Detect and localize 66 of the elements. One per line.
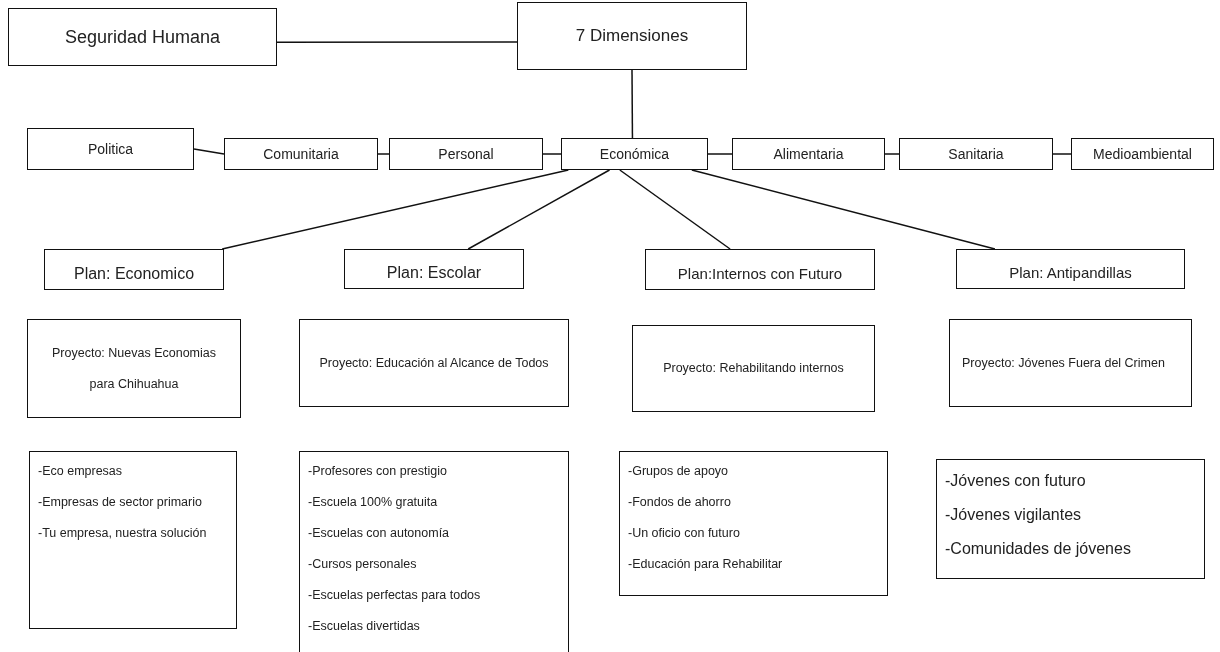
action-list-box [299, 451, 569, 652]
list-item: -Escuelas perfectas para todos [308, 587, 482, 604]
list-item: -Profesores con prestigio [308, 463, 448, 480]
node-label: Medioambiental [1093, 145, 1192, 163]
plan-box [344, 249, 524, 289]
node-label: Comunitaria [263, 145, 339, 163]
connector-line [707, 153, 733, 155]
dimension-box [1071, 138, 1214, 170]
dimension-box [561, 138, 708, 170]
node-label: Proyecto: Jóvenes Fuera del Crimen [962, 354, 1166, 372]
list-item: -Un oficio con futuro [628, 525, 741, 542]
title-box [517, 2, 747, 70]
plan-box [956, 249, 1185, 289]
action-list-box [29, 451, 237, 629]
node-label: Personal [438, 145, 494, 163]
connector-line [631, 69, 634, 139]
list-item: -Jóvenes con futuro [945, 471, 1087, 491]
list-item: -Jóvenes vigilantes [945, 505, 1083, 525]
project-box [632, 325, 875, 412]
plan-box [645, 249, 875, 290]
project-box [949, 319, 1192, 407]
list-item: -Educación para Rehabilitar [628, 556, 784, 573]
dimension-box [899, 138, 1053, 170]
project-box [27, 319, 241, 418]
action-list-box [936, 459, 1205, 579]
dimension-box [27, 128, 194, 170]
connector-line [193, 148, 225, 155]
connector-line [619, 169, 731, 250]
connector-line [276, 41, 518, 43]
dimension-box [224, 138, 378, 170]
dimension-box [732, 138, 885, 170]
node-label: Plan:Internos con Futuro [677, 264, 843, 284]
title-box [8, 8, 277, 66]
node-label: Proyecto: Educación al Alcance de Todos [319, 354, 549, 372]
node-label: Plan: Economico [73, 264, 195, 284]
node-label: Económica [599, 145, 670, 163]
list-item: -Escuelas divertidas [308, 618, 421, 635]
dimension-box [389, 138, 543, 170]
connector-line [542, 153, 562, 155]
node-label: 7 Dimensiones [575, 25, 689, 47]
list-item: -Cursos personales [308, 556, 418, 573]
connector-line [691, 169, 996, 250]
connector-line [1052, 153, 1072, 155]
action-list-box [619, 451, 888, 596]
list-item: -Grupos de apoyo [628, 463, 730, 480]
list-item: -Comunidades de jóvenes [945, 539, 1132, 559]
node-label: Alimentaria [773, 145, 844, 163]
node-label: Seguridad Humana [64, 26, 221, 48]
node-label: Proyecto: Rehabilitando internos [663, 360, 844, 377]
node-label: Plan: Antipandillas [1009, 263, 1132, 283]
node-label: Plan: Escolar [386, 263, 482, 283]
connector-line [467, 169, 611, 250]
node-label: Proyecto: Nuevas Economias para Chihuahua [51, 344, 217, 393]
list-item: -Empresas de sector primario [38, 494, 203, 511]
list-item: -Eco empresas [38, 463, 124, 480]
node-label: Politica [87, 140, 134, 158]
list-item: -Tu empresa, nuestra solución [38, 525, 208, 542]
list-item: -Fondos de ahorro [628, 494, 732, 511]
connector-line [221, 169, 570, 250]
connector-line [884, 153, 900, 155]
connector-line [377, 153, 390, 155]
node-label: Sanitaria [948, 145, 1004, 163]
list-item: -Escuelas con autonomía [308, 525, 451, 542]
plan-box [44, 249, 224, 290]
project-box [299, 319, 569, 407]
list-item: -Escuela 100% gratuita [308, 494, 439, 511]
